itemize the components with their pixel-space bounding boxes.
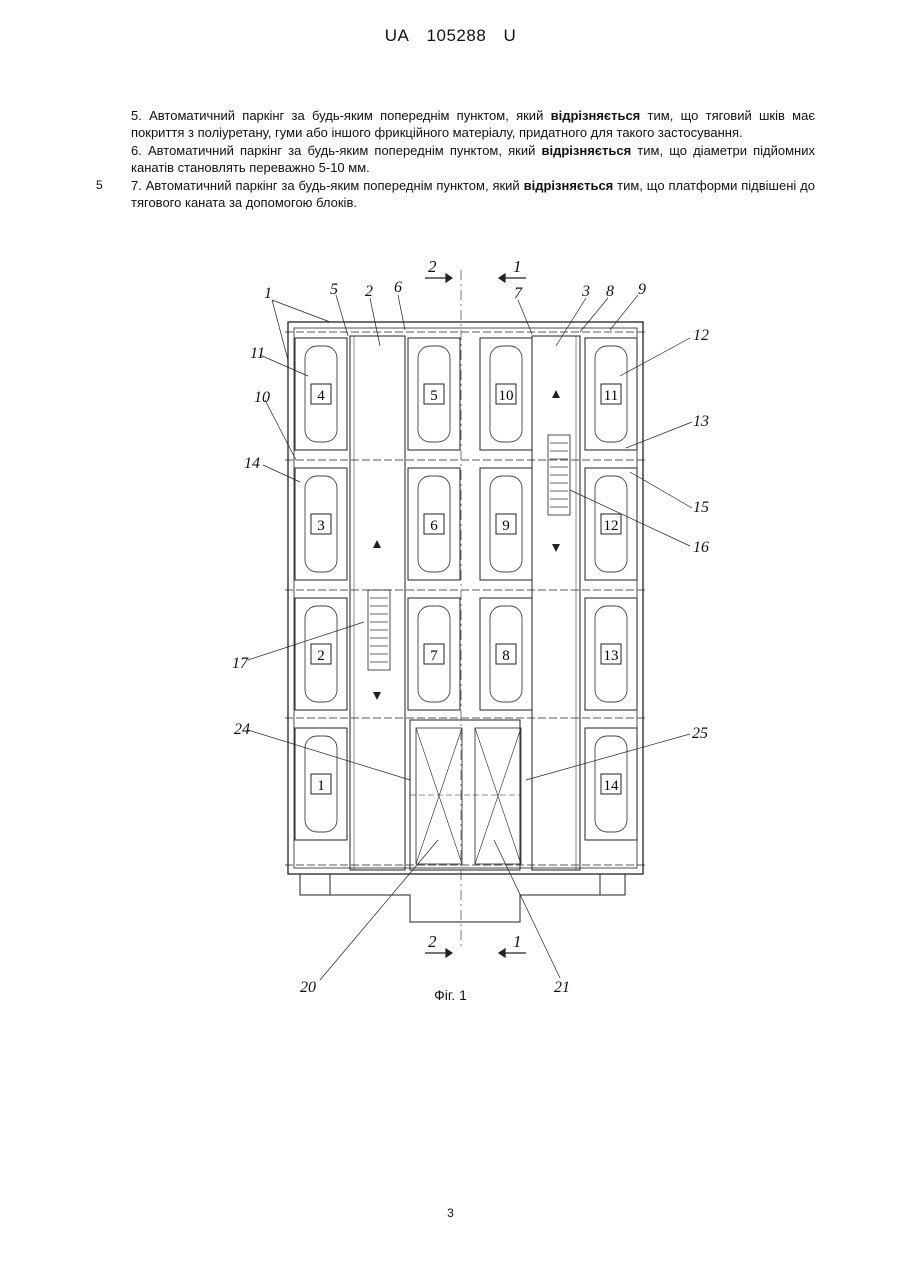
header-country: UA bbox=[385, 26, 410, 45]
section-mark: 2 bbox=[428, 932, 437, 951]
slot-number: 14 bbox=[604, 778, 620, 794]
header-kind: U bbox=[504, 26, 517, 45]
arrow-up-icon bbox=[552, 390, 560, 398]
claims-text: 5. Автоматичний паркінг за будь-яким поп… bbox=[131, 108, 815, 213]
section-mark: 1 bbox=[513, 932, 522, 951]
callout-label: 16 bbox=[693, 539, 709, 556]
callout-label: 25 bbox=[692, 725, 708, 742]
callout-label: 14 bbox=[244, 455, 260, 472]
slot-number: 1 bbox=[317, 778, 325, 794]
claim-7: 7. Автоматичний паркінг за будь-яким поп… bbox=[131, 178, 815, 211]
drawing-svg: 4 5 10 11 3 6 9 12 2 7 8 13 1 14 bbox=[230, 250, 730, 995]
callout-label: 24 bbox=[234, 721, 250, 738]
slot-number: 13 bbox=[604, 648, 619, 664]
arrow-down-icon bbox=[552, 544, 560, 552]
callout-label: 15 bbox=[693, 499, 709, 516]
slot-number: 2 bbox=[317, 648, 325, 664]
section-mark: 1 bbox=[513, 257, 522, 276]
slot-number: 12 bbox=[604, 518, 619, 534]
arrow-down-icon bbox=[373, 692, 381, 700]
callout-label: 6 bbox=[394, 279, 402, 296]
callout-label: 13 bbox=[693, 413, 709, 430]
claim-6: 6. Автоматичний паркінг за будь-яким поп… bbox=[131, 143, 815, 176]
line-number: 5 bbox=[96, 178, 103, 192]
callout-label: 8 bbox=[606, 283, 614, 300]
figure-caption: Фіг. 1 bbox=[0, 987, 901, 1003]
callout-label: 7 bbox=[514, 285, 523, 302]
slot-number: 4 bbox=[317, 388, 325, 404]
claim-5: 5. Автоматичний паркінг за будь-яким поп… bbox=[131, 108, 815, 141]
page-number: 3 bbox=[0, 1206, 901, 1220]
parking-drawing: 4 5 10 11 3 6 9 12 2 7 8 13 1 14 bbox=[230, 250, 730, 995]
slot-number: 9 bbox=[502, 518, 510, 534]
slot-number: 8 bbox=[502, 648, 510, 664]
slot-number: 5 bbox=[430, 388, 438, 404]
callout-label: 1 bbox=[264, 285, 272, 302]
arrow-up-icon bbox=[373, 540, 381, 548]
callout-label: 3 bbox=[581, 283, 590, 300]
slot-number: 11 bbox=[604, 388, 618, 404]
slot-number: 10 bbox=[499, 388, 514, 404]
callout-label: 2 bbox=[365, 283, 373, 300]
callout-label: 10 bbox=[254, 389, 270, 406]
callout-label: 12 bbox=[693, 327, 709, 344]
callout-label: 11 bbox=[250, 345, 265, 362]
callout-label: 9 bbox=[638, 281, 646, 298]
header-number: 105288 bbox=[427, 26, 487, 45]
callout-label: 5 bbox=[330, 281, 338, 298]
section-mark: 2 bbox=[428, 257, 437, 276]
slot-number: 6 bbox=[430, 518, 438, 534]
slot-number: 7 bbox=[430, 648, 438, 664]
document-header: UA 105288 U bbox=[0, 26, 901, 46]
slot-number: 3 bbox=[317, 518, 325, 534]
callout-label: 17 bbox=[232, 655, 249, 672]
